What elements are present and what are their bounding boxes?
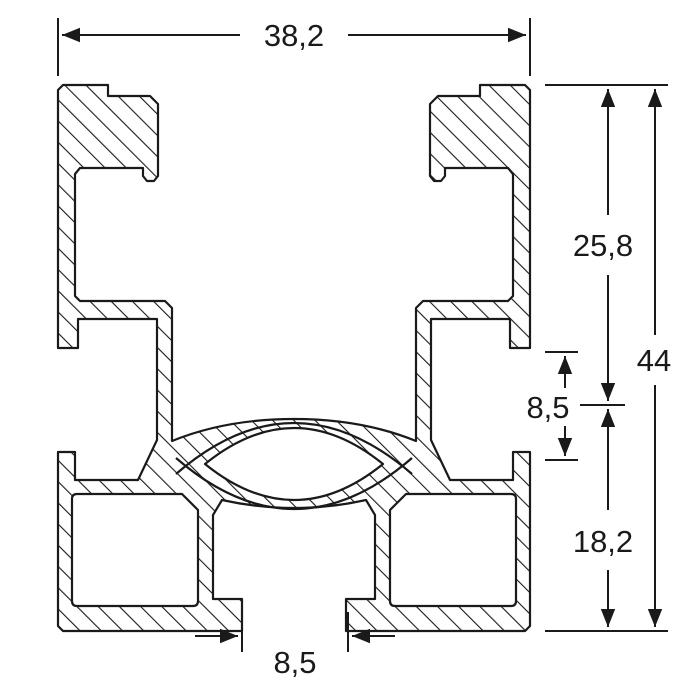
profile-cavities: [70, 427, 518, 608]
bottom-slot-label: 8,5: [273, 645, 316, 680]
side-slot-label: 8,5: [526, 390, 569, 425]
dimension-labels: 38,2 25,8 18,2 44 8,5 8,5: [264, 18, 671, 680]
width-label: 38,2: [264, 18, 324, 53]
upper-height-label: 25,8: [573, 228, 633, 263]
dimension-lines: [57, 18, 668, 652]
total-height-label: 44: [637, 343, 671, 378]
lower-height-label: 18,2: [573, 524, 633, 559]
aluminium-profile-section: [56, 83, 532, 633]
lens-outline: [175, 422, 413, 510]
